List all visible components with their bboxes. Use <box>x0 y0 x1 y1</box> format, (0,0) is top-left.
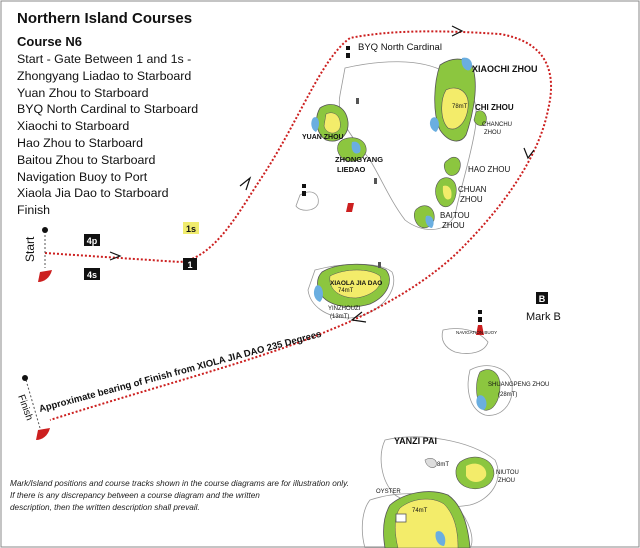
course-arrows <box>109 25 535 323</box>
mark-1s-label: 1s <box>186 224 196 234</box>
course-step: Navigation Buoy to Port <box>17 169 148 184</box>
course-step: Hao Zhou to Starboard <box>17 135 144 150</box>
course-step: Xiaochi to Starboard <box>17 119 130 134</box>
start-boat-icon <box>38 270 52 282</box>
label-yanzi: YANZI PAI <box>394 436 437 446</box>
course-step: Yuan Zhou to Starboard <box>17 85 149 100</box>
label-byq: BYQ North Cardinal <box>358 42 442 53</box>
label-shuangpeng: SHUANGPENG ZHOU <box>488 382 549 388</box>
island-southern <box>383 491 471 548</box>
mark-4p-box <box>84 234 100 246</box>
island-chuan <box>435 177 457 207</box>
label-zhongyang: ZHONGYANG <box>335 155 383 164</box>
label-nav-buoy: NAVIGATION BUOY <box>456 330 497 335</box>
start-pin-mark <box>42 227 48 233</box>
mark-4s-label: 4s <box>87 270 97 280</box>
label-baitou: BAITOU <box>440 211 470 220</box>
course-step: BYQ North Cardinal to Starboard <box>17 102 199 117</box>
label-niutou: NIUTOU <box>496 470 519 476</box>
label-hao: HAO ZHOU <box>468 165 510 174</box>
island-chanchu <box>473 110 487 126</box>
mark-1-box <box>183 258 197 270</box>
label-zhongyang-liedao: LIEDAO <box>337 165 366 174</box>
label-baitou-zhou: ZHOU <box>442 221 465 230</box>
bearing-note: Approximate bearing of Finish from XIOLA… <box>38 329 323 415</box>
disclaimer-line: description, then the written descriptio… <box>10 503 200 512</box>
disclaimer-line: Mark/Island positions and course tracks … <box>10 479 349 488</box>
mark-4p-label: 4p <box>87 236 98 246</box>
start-label: Start <box>23 236 37 262</box>
label-yinzhouzi-height: (13mT) <box>330 314 349 320</box>
label-shuangpeng-height: (28mT) <box>498 392 517 398</box>
label-yanzi-height: 8mT <box>437 462 449 468</box>
label-chuan-zhou: ZHOU <box>460 195 483 204</box>
course-step: Start - Gate Between 1 and 1s - <box>17 52 192 66</box>
navigation-buoy-icon <box>476 325 484 335</box>
label-chi: CHI ZHOU <box>475 103 514 112</box>
label-chanchu: CHANCHU <box>482 122 512 128</box>
island-baitou <box>413 205 435 229</box>
label-xiaola-height: 74mT <box>338 288 354 294</box>
island-zhongyang <box>337 137 367 162</box>
lighthouse-icon <box>346 46 350 58</box>
label-chi-height: 78mT <box>452 104 468 110</box>
mark-1s-box <box>183 222 199 234</box>
course-description: Course N6 Start - Gate Between 1 and 1s … <box>17 34 198 219</box>
island-niutou <box>455 456 495 489</box>
finish-pin-mark <box>22 375 28 381</box>
island-xiaola <box>313 263 390 308</box>
label-niutou-zhou: ZHOU <box>498 478 515 484</box>
label-chuan: CHUAN <box>458 185 487 194</box>
island-yuan <box>311 104 349 142</box>
mark-b-letter: B <box>539 294 546 304</box>
finish-line <box>25 379 41 429</box>
mark-b-box <box>536 292 548 304</box>
island-yanzi-reef <box>424 458 437 468</box>
lighthouse-icon <box>478 310 482 322</box>
label-bottom-height: 74mT <box>412 508 428 514</box>
island-hao <box>443 156 461 176</box>
label-xiaola: XIAOLA JIA DAO <box>330 280 382 287</box>
course-step: Baitou Zhou to Starboard <box>17 152 156 167</box>
label-yuan: YUAN ZHOU <box>302 134 344 141</box>
course-step: Finish <box>17 203 51 218</box>
course-track <box>44 30 553 421</box>
lighthouse-icon <box>302 184 306 196</box>
course-step: Zhongyang Liadao to Starboard <box>17 68 192 83</box>
page-title: Northern Island Courses <box>17 10 193 27</box>
course-step: Xiaola Jia Dao to Starboard <box>17 186 169 201</box>
disclaimer-line: If there is any discrepancy between a co… <box>10 491 260 500</box>
mark-4s-box <box>84 268 100 280</box>
mark-b-label: Mark B <box>526 311 561 323</box>
course-heading: Course N6 <box>17 34 83 49</box>
disclaimer: Mark/Island positions and course tracks … <box>10 478 350 514</box>
label-chanchu-zhou: ZHOU <box>484 130 501 136</box>
label-xiaochi: XIAOCHI ZHOU <box>472 64 538 74</box>
island-xiaochi-chi <box>429 57 476 142</box>
mark-1-label: 1 <box>187 260 192 270</box>
island-shuangpeng <box>476 369 501 411</box>
finish-boat-icon <box>36 428 50 440</box>
small-marker-icon <box>356 98 407 523</box>
label-oyster: OYSTER <box>376 489 401 495</box>
finish-label: Finish <box>15 393 34 422</box>
red-flag-icon <box>346 203 354 212</box>
label-yinzhouzi: YINZHOUZI <box>328 306 361 312</box>
